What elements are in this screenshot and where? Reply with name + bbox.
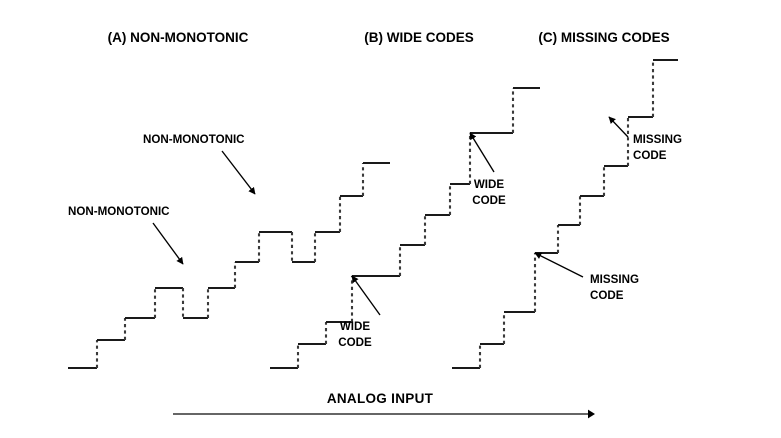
callout-line: MISSING [590, 273, 639, 286]
panel-title-a: (A) NON-MONOTONIC [108, 30, 249, 45]
callout-label: WIDE CODE [472, 178, 506, 207]
callout-line: NON-MONOTONIC [143, 133, 245, 146]
panel-title-c: (C) MISSING CODES [538, 30, 669, 45]
panel-title-b: (B) WIDE CODES [364, 30, 474, 45]
callout-b-wide-high: WIDE CODE [469, 132, 506, 207]
axis-label: ANALOG INPUT [327, 391, 434, 406]
staircase-b [270, 86, 540, 370]
leader-arrow-icon [221, 150, 256, 195]
callout-c-missing-high: MISSING CODE [608, 116, 682, 162]
callout-line: WIDE [340, 320, 371, 333]
callout-group: NON-MONOTONIC NON-MONOTONIC WIDE CODE WIDE CO… [68, 116, 682, 349]
staircase-a [68, 161, 390, 370]
panel-titles-group: (A) NON-MONOTONIC (B) WIDE CODES (C) MISSI… [108, 30, 670, 45]
leader-arrow-icon [534, 252, 584, 278]
callout-b-wide-low: WIDE CODE [338, 275, 381, 349]
callout-line: CODE [633, 149, 667, 162]
leader-arrow-icon [608, 116, 629, 138]
callout-label: MISSING CODE [633, 133, 682, 162]
callout-line: CODE [590, 289, 624, 302]
analog-input-axis: ANALOG INPUT [173, 391, 595, 419]
staircase-group [68, 58, 678, 370]
callout-a-nonmono-high: NON-MONOTONIC [143, 133, 256, 195]
callout-line: CODE [472, 194, 506, 207]
callout-line: NON-MONOTONIC [68, 205, 170, 218]
callout-c-missing-low: MISSING CODE [534, 252, 639, 302]
callout-label: WIDE CODE [338, 320, 372, 349]
callout-line: CODE [338, 336, 372, 349]
callout-label: NON-MONOTONIC [143, 133, 245, 146]
callout-line: MISSING [633, 133, 682, 146]
callout-label: NON-MONOTONIC [68, 205, 170, 218]
callout-line: WIDE [474, 178, 505, 191]
callout-label: MISSING CODE [590, 273, 639, 302]
axis-arrow-icon [588, 409, 595, 419]
staircase-c [452, 58, 678, 370]
leader-arrow-icon [152, 222, 184, 265]
leader-arrow-icon [469, 132, 495, 173]
callout-a-nonmono-low: NON-MONOTONIC [68, 205, 184, 265]
leader-arrow-icon [351, 275, 381, 316]
